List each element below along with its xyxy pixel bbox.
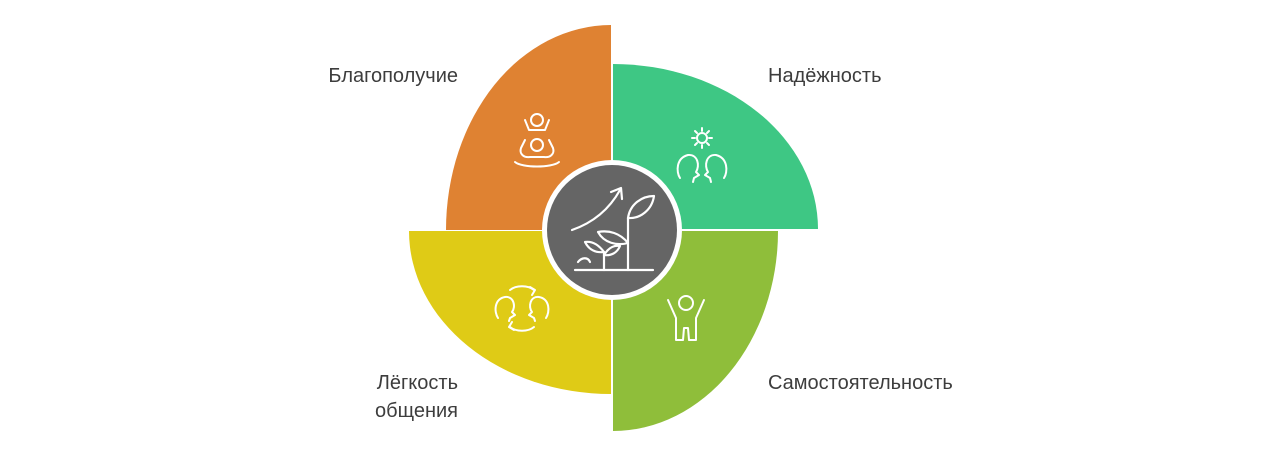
cheering-person-icon [667,295,705,341]
two-heads-gear-icon [676,127,728,183]
label-reliability-text: Надёжность [768,65,882,87]
growth-plant-arrow-icon [570,186,656,272]
label-independence-text: Самостоятельность [768,372,953,394]
label-communication: Лёгкость общения [375,369,458,425]
label-reliability: Надёжность [768,62,882,90]
label-wellbeing-text: Благополучие [328,65,458,87]
two-heads-exchange-icon [494,285,550,332]
label-communication-line-2: общения [375,400,458,422]
label-communication-line-1: Лёгкость [376,372,458,394]
meditation-person-icon [514,113,560,168]
label-wellbeing: Благополучие [328,62,458,90]
center-circle [547,165,677,295]
label-independence: Самостоятельность [768,369,953,397]
